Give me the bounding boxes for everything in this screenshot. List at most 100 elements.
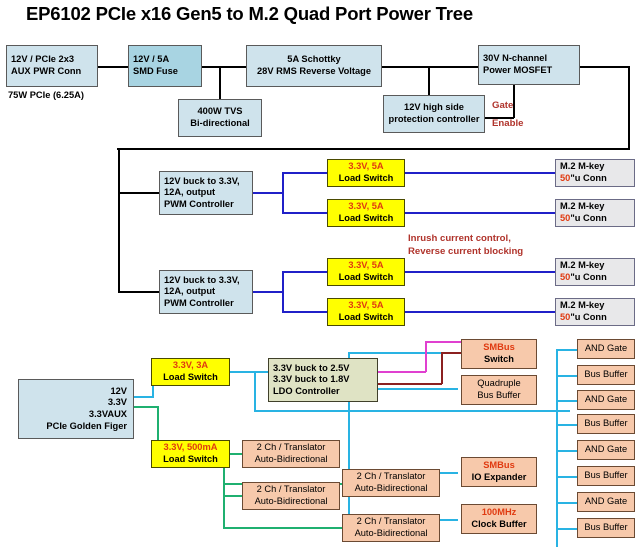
m2c1-num: 50 [560, 173, 571, 183]
clock-buffer[interactable]: 100MHz Clock Buffer [461, 504, 537, 534]
logic-bus-buffer-1[interactable]: Bus Buffer [577, 365, 635, 385]
wire-buck1-to-ls2 [282, 212, 328, 214]
logic-and-gate-1[interactable]: AND Gate [577, 339, 635, 359]
fuse-line1: 12V / 5A [133, 54, 170, 65]
buck2-line2: 12A, output [164, 286, 216, 297]
aux-power-connector[interactable]: 12V / PCIe 2x3 AUX PWR Conn [6, 45, 98, 87]
aux-conn-line2: AUX PWR Conn [11, 66, 82, 76]
m2c1-rest: "u Conn [570, 173, 607, 183]
buck1-line3: PWM Controller [164, 198, 234, 209]
logic-label-3: AND Gate [584, 394, 628, 405]
wire-gate-horizontal [484, 117, 514, 119]
logic-and-gate-3[interactable]: AND Gate [577, 440, 635, 460]
protection-line1: 12V high side [404, 102, 464, 113]
m2c3-num: 50 [560, 272, 571, 282]
wire-logic-tap-8 [556, 528, 578, 530]
ls3-line2: Load Switch [338, 272, 394, 282]
buck1-line2: 12A, output [164, 187, 216, 198]
ls4-line2: Load Switch [338, 312, 394, 322]
ls1-line1: 3.3V, 5A [348, 161, 384, 172]
wire-gate-vertical [513, 84, 515, 118]
m2-connector-3[interactable]: M.2 M-key 50"u Conn [555, 258, 635, 286]
load-switch-3[interactable]: 3.3V, 5A Load Switch [327, 258, 405, 286]
wire-logic-tap-5 [556, 450, 578, 452]
io-exp-line2: IO Expander [471, 472, 527, 482]
wire-smbus-tap-2 [348, 388, 458, 390]
smbus-io-expander[interactable]: SMBus IO Expander [461, 457, 537, 487]
wire-sw3a-branch-down [254, 371, 256, 411]
tr3-line2: Auto-Bidirectional [254, 496, 328, 506]
load-switch-3a[interactable]: 3.3V, 3A Load Switch [151, 358, 230, 386]
io-exp-line1: SMBus [483, 460, 515, 471]
logic-label-1: AND Gate [584, 343, 628, 354]
load-switch-500ma[interactable]: 3.3V, 500mA Load Switch [151, 440, 230, 468]
load-switch-1[interactable]: 3.3V, 5A Load Switch [327, 159, 405, 187]
logic-and-gate-2[interactable]: AND Gate [577, 390, 635, 410]
high-side-protection-controller[interactable]: 12V high side protection controller [383, 95, 485, 133]
ls2-line1: 3.3V, 5A [348, 201, 384, 212]
wire-logic-tap-1 [556, 349, 578, 351]
tr1-line1: 2 Ch / Translator [256, 442, 326, 453]
logic-bus-buffer-3[interactable]: Bus Buffer [577, 466, 635, 486]
m2c3-line1: M.2 M-key [560, 260, 605, 271]
sw500-line2: Load Switch [163, 454, 218, 464]
sw500-line1: 3.3V, 500mA [163, 442, 218, 453]
ls3-line1: 3.3V, 5A [348, 260, 384, 271]
load-switch-2[interactable]: 3.3V, 5A Load Switch [327, 199, 405, 227]
quadruple-bus-buffer[interactable]: Quadruple Bus Buffer [461, 375, 537, 405]
wire-buck2-to-ls3 [282, 271, 328, 273]
wire-buck1-to-ls1 [282, 172, 328, 174]
translator-3[interactable]: 2 Ch / Translator Auto-Bidirectional [242, 482, 340, 510]
wire-2v5-out [376, 371, 426, 373]
wire-12v-tap-buck1 [118, 192, 160, 194]
wire-2v5-to-smbus [425, 341, 463, 343]
wire-right-drop [628, 66, 630, 150]
wire-smbus-tap-1 [348, 352, 458, 354]
wire-sw3a-out [229, 371, 274, 373]
ldo-controller[interactable]: 3.3V buck to 2.5V 3.3V buck to 1.8V LDO … [268, 358, 378, 402]
gf-v3: 3.3VAUX [88, 409, 127, 419]
tr4-line1: 2 Ch / Translator [356, 516, 426, 527]
inrush-annotation: Inrush current control, Reverse current … [408, 232, 523, 258]
wire-protection-tap [428, 66, 430, 96]
wire-ls3-to-m2 [404, 271, 556, 273]
logic-label-8: Bus Buffer [584, 522, 628, 533]
translator-1[interactable]: 2 Ch / Translator Auto-Bidirectional [242, 440, 340, 468]
translator-2[interactable]: 2 Ch / Translator Auto-Bidirectional [342, 469, 440, 497]
logic-bus-buffer-4[interactable]: Bus Buffer [577, 518, 635, 538]
tvs-diode[interactable]: 400W TVS Bi-directional [178, 99, 262, 137]
wire-translator-tap-1 [223, 453, 243, 455]
logic-bus-buffer-2[interactable]: Bus Buffer [577, 414, 635, 434]
tvs-line2: Bi-directional [190, 118, 250, 128]
wire-tvs-tap [219, 66, 221, 100]
pcie-golden-finger[interactable]: 12V 3.3V 3.3VAUX PCIe Golden Figer [18, 379, 134, 439]
smbus-sw-line1: SMBus [483, 342, 515, 353]
m2-connector-4[interactable]: M.2 M-key 50"u Conn [555, 298, 635, 326]
inrush-line1: Inrush current control, [408, 233, 511, 244]
m2-connector-1[interactable]: M.2 M-key 50"u Conn [555, 159, 635, 187]
m2c2-rest: "u Conn [570, 213, 607, 223]
pcie-power-caption: 75W PCIe (6.25A) [8, 90, 84, 100]
wire-buck1-out [252, 192, 284, 194]
wire-12v-bus [117, 148, 630, 150]
schottky-line2: 28V RMS Reverse Voltage [256, 66, 372, 76]
wire-buck1-split [282, 172, 284, 213]
enable-label: Enable [492, 118, 524, 129]
m2-connector-2[interactable]: M.2 M-key 50"u Conn [555, 199, 635, 227]
wire-logic-trunk [556, 349, 558, 547]
load-switch-4[interactable]: 3.3V, 5A Load Switch [327, 298, 405, 326]
schottky-diode[interactable]: 5A Schottky 28V RMS Reverse Voltage [246, 45, 382, 87]
smd-fuse[interactable]: 12V / 5A SMD Fuse [128, 45, 202, 87]
buck-controller-2[interactable]: 12V buck to 3.3V, 12A, output PWM Contro… [159, 270, 253, 314]
translator-4[interactable]: 2 Ch / Translator Auto-Bidirectional [342, 514, 440, 542]
buck2-line3: PWM Controller [164, 297, 234, 308]
ldo-line2: 3.3V buck to 1.8V [273, 374, 350, 385]
wire-12v-tap-buck2 [118, 291, 160, 293]
smbus-switch[interactable]: SMBus Switch [461, 339, 537, 369]
wire-logic-tap-3 [556, 400, 578, 402]
quad-buf-line1: Quadruple [477, 378, 521, 389]
buck-controller-1[interactable]: 12V buck to 3.3V, 12A, output PWM Contro… [159, 171, 253, 215]
wire-logic-tap-2 [556, 375, 578, 377]
logic-and-gate-4[interactable]: AND Gate [577, 492, 635, 512]
power-mosfet[interactable]: 30V N-channel Power MOSFET [478, 45, 580, 85]
